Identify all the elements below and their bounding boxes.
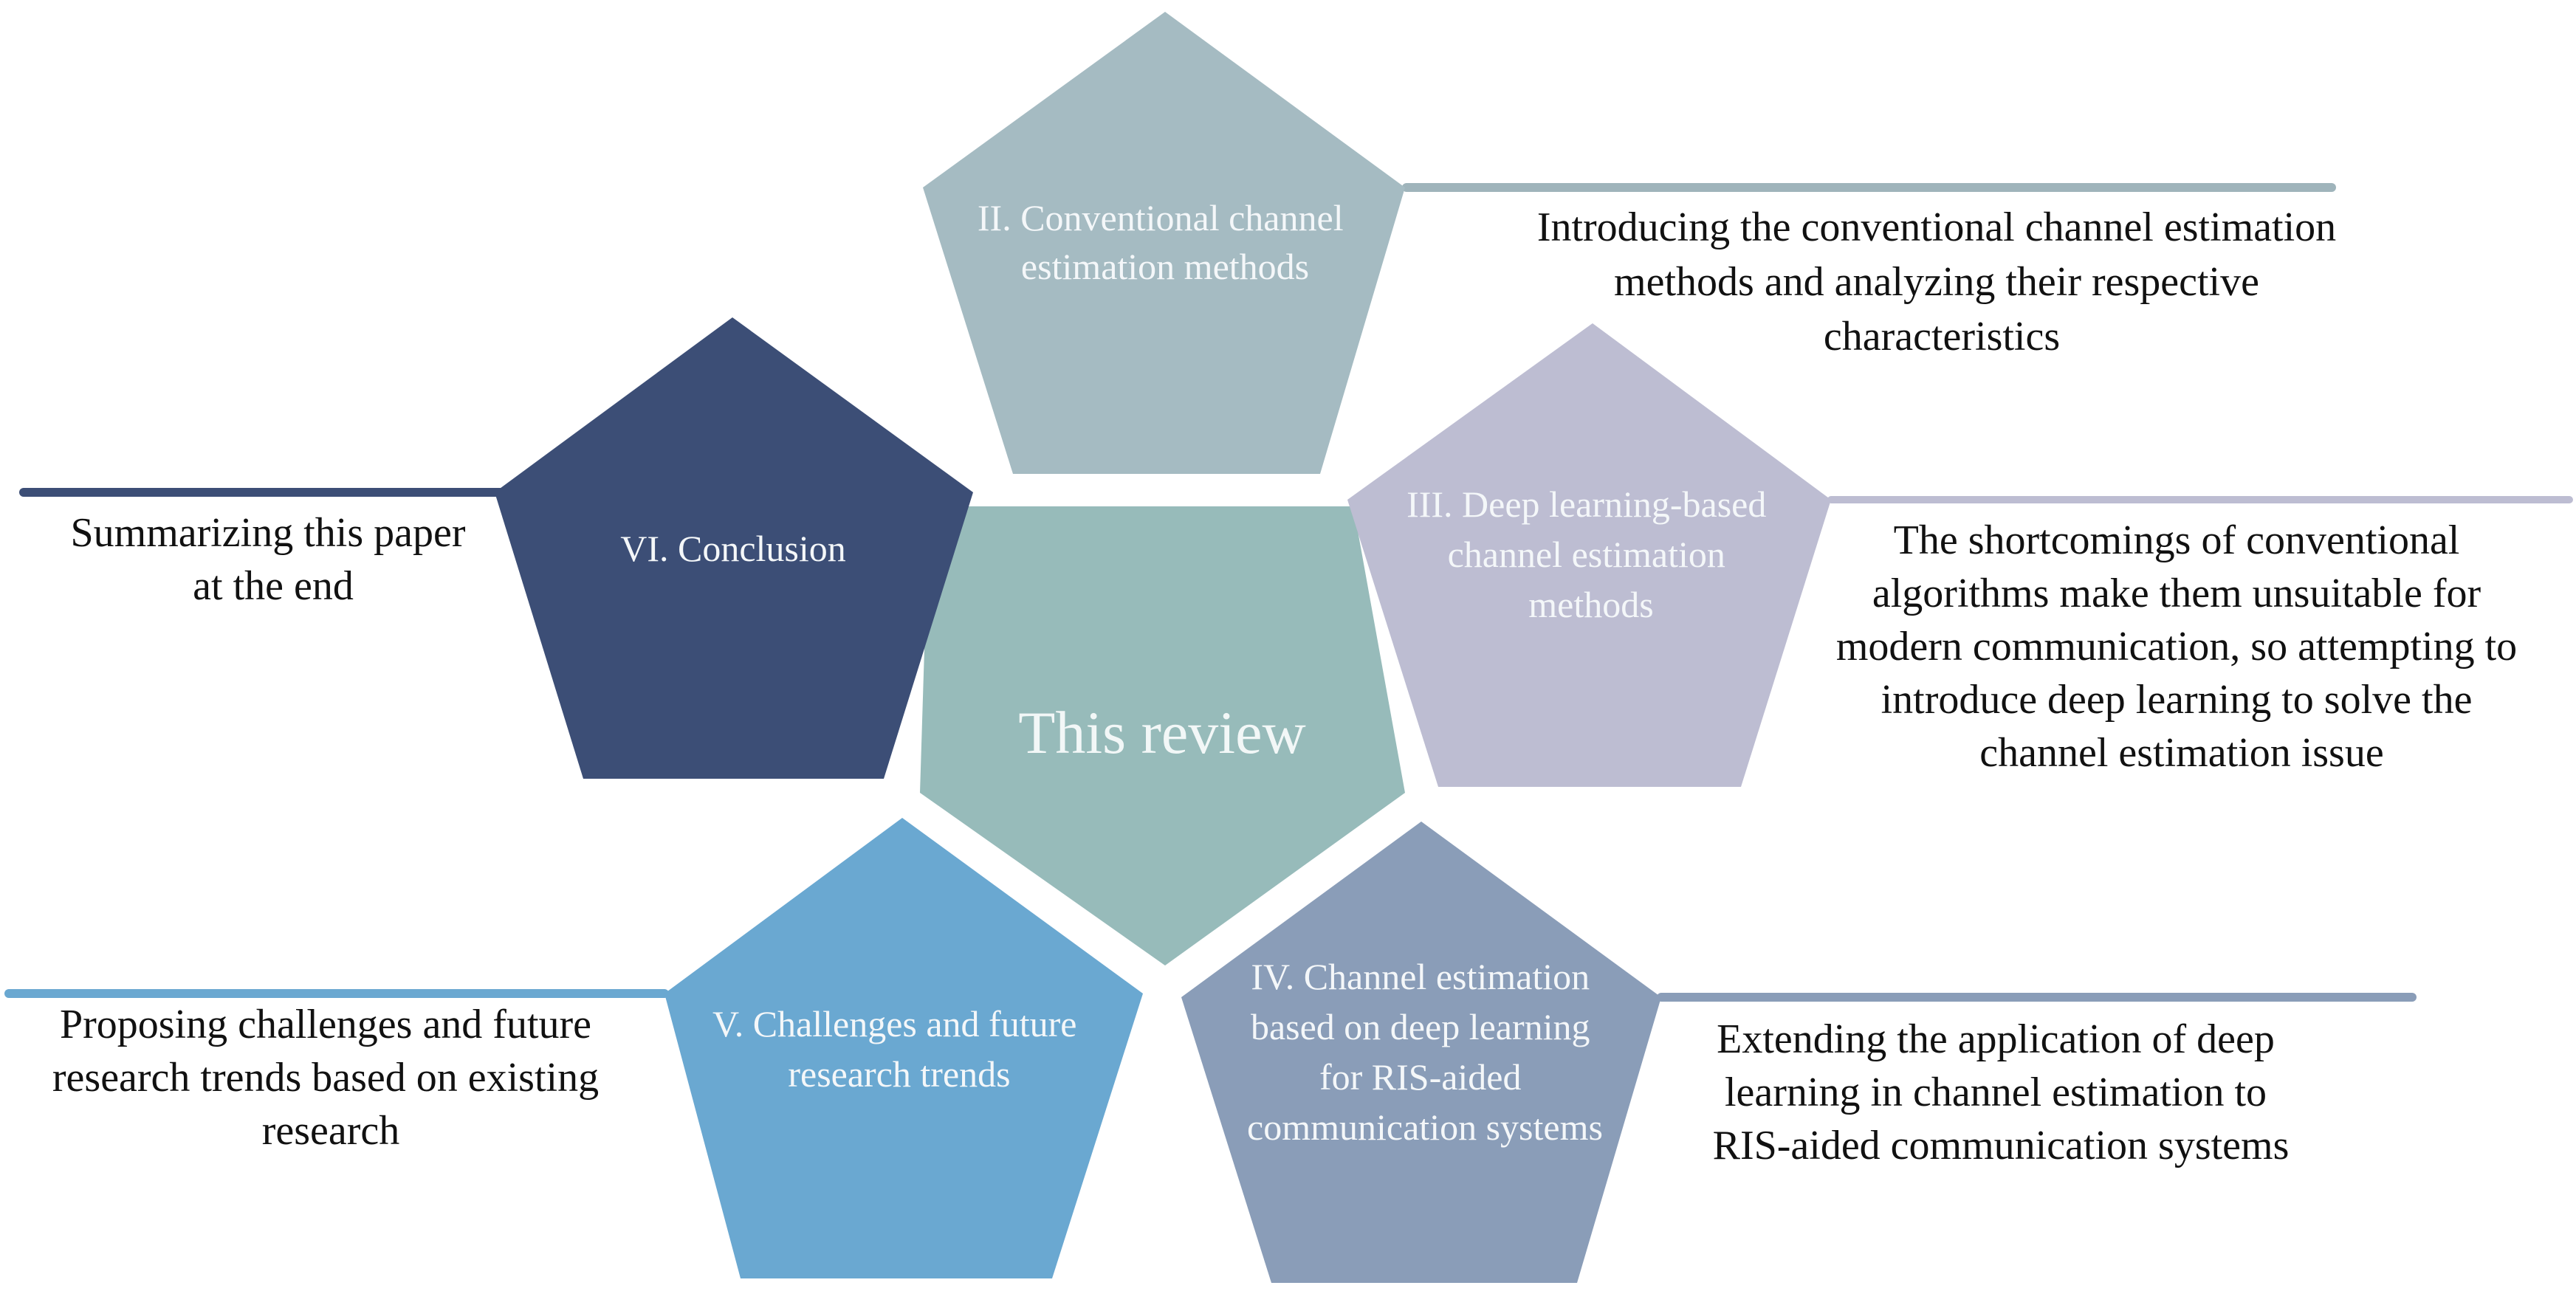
section-iii-pentagon	[1347, 323, 1831, 787]
section-iv-pentagon	[1181, 822, 1661, 1283]
section-vi-pentagon	[495, 317, 973, 779]
section-v-description: Proposing challenges and future research…	[52, 1002, 609, 1154]
section-v-label: V. Challenges and future research trends	[712, 1003, 1086, 1095]
section-iv-description: Extending the application of deep learni…	[1713, 1016, 2290, 1168]
section-vi-description: Summarizing this paper at the end	[70, 510, 475, 609]
section-iv-label: IV. Channel estimation based on deep lea…	[1247, 956, 1603, 1148]
section-iii-description: The shortcomings of conventional algorit…	[1836, 517, 2527, 776]
section-v-pentagon	[664, 818, 1143, 1278]
section-ii-description: Introducing the conventional channel est…	[1537, 204, 2346, 359]
center-pentagon	[920, 506, 1405, 965]
section-iii-label: III. Deep learning-based channel estimat…	[1407, 483, 1776, 625]
section-ii-pentagon	[923, 12, 1405, 474]
section-vi-label: VI. Conclusion	[620, 528, 846, 569]
section-ii-label: II. Conventional channel estimation meth…	[978, 197, 1353, 287]
center-label: This review	[1018, 699, 1305, 766]
